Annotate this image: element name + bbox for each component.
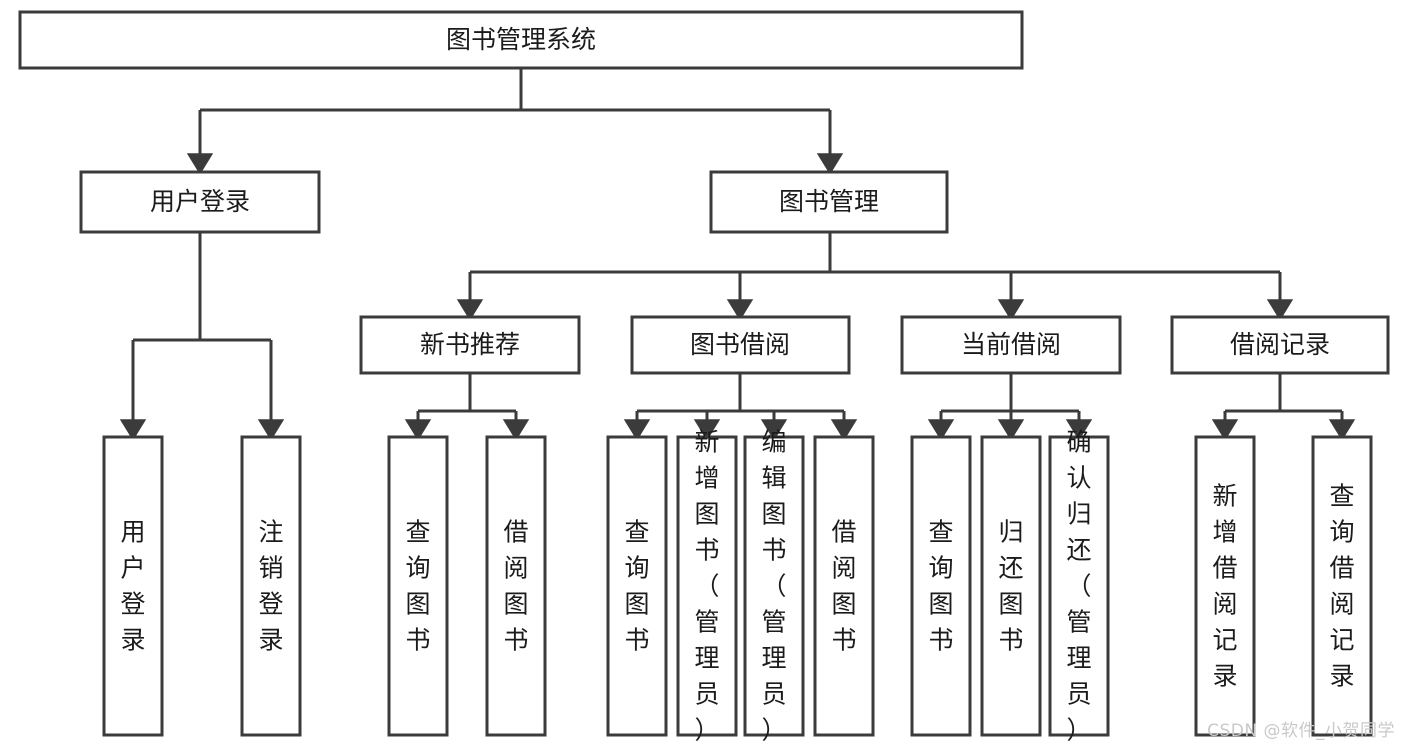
node-book-management-label: 图书管理 <box>779 187 879 216</box>
leaf-borrow-book-1-label: 借阅图书 <box>503 518 528 655</box>
leaf-query-book-2[interactable]: 查询图书 <box>606 435 668 737</box>
leaf-confirm-return-admin-label: 确认归还（管理员） <box>1066 428 1091 745</box>
leaf-logout[interactable]: 注销登录 <box>240 435 302 737</box>
node-new-book-recommend-label: 新书推荐 <box>420 330 520 359</box>
connector-bookmgmt-to-level3 <box>456 232 1294 321</box>
node-borrow-records-label: 借阅记录 <box>1230 330 1330 359</box>
leaf-edit-book-admin-label: 编辑图书（管理员） <box>761 428 786 745</box>
leaf-query-book-3[interactable]: 查询图书 <box>910 435 972 737</box>
csdn-watermark: CSDN @软件_小贺同学 <box>1207 721 1395 741</box>
leaf-query-borrow-record-label: 查询借阅记录 <box>1329 482 1354 691</box>
connector-login-to-leaves <box>119 232 285 441</box>
connector-current-to-leaves <box>927 373 1093 441</box>
connector-records-to-leaves <box>1211 373 1356 441</box>
leaf-add-book-admin[interactable]: 新增图书（管理员） <box>676 428 738 745</box>
leaf-edit-book-admin[interactable]: 编辑图书（管理员） <box>743 428 805 745</box>
leaf-query-book-2-label: 查询图书 <box>624 518 649 655</box>
node-book-management[interactable]: 图书管理 <box>709 170 949 234</box>
leaf-query-book-1[interactable]: 查询图书 <box>387 435 449 737</box>
node-borrow-records[interactable]: 借阅记录 <box>1170 315 1390 375</box>
node-user-login[interactable]: 用户登录 <box>79 170 321 234</box>
leaf-borrow-book-1[interactable]: 借阅图书 <box>485 435 547 737</box>
leaf-logout-label: 注销登录 <box>258 518 283 655</box>
node-user-login-label: 用户登录 <box>150 187 250 216</box>
leaf-add-borrow-record-label: 新增借阅记录 <box>1212 482 1237 691</box>
leaf-query-borrow-record[interactable]: 查询借阅记录 <box>1311 435 1373 737</box>
leaf-borrow-book-2[interactable]: 借阅图书 <box>813 435 875 737</box>
node-current-borrow-label: 当前借阅 <box>961 330 1061 359</box>
connector-root-to-level2 <box>186 68 844 175</box>
node-book-borrow[interactable]: 图书借阅 <box>630 315 851 375</box>
leaf-return-book-label: 归还图书 <box>998 518 1023 655</box>
leaf-query-book-3-label: 查询图书 <box>928 518 953 655</box>
connector-borrow-to-leaves <box>623 373 858 441</box>
leaf-add-book-admin-label: 新增图书（管理员） <box>694 428 719 745</box>
leaf-borrow-book-2-label: 借阅图书 <box>831 518 856 655</box>
node-root-label: 图书管理系统 <box>446 25 596 54</box>
leaf-add-borrow-record[interactable]: 新增借阅记录 <box>1194 435 1256 737</box>
node-new-book-recommend[interactable]: 新书推荐 <box>359 315 581 375</box>
connector-newbook-to-leaves <box>404 373 530 441</box>
leaf-user-login[interactable]: 用户登录 <box>102 435 164 737</box>
leaf-return-book[interactable]: 归还图书 <box>980 435 1042 737</box>
leaf-confirm-return-admin[interactable]: 确认归还（管理员） <box>1048 428 1110 745</box>
leaf-user-login-label: 用户登录 <box>120 518 145 655</box>
node-root[interactable]: 图书管理系统 <box>18 10 1024 70</box>
leaf-query-book-1-label: 查询图书 <box>405 518 430 655</box>
node-book-borrow-label: 图书借阅 <box>690 330 790 359</box>
node-current-borrow[interactable]: 当前借阅 <box>900 315 1122 375</box>
